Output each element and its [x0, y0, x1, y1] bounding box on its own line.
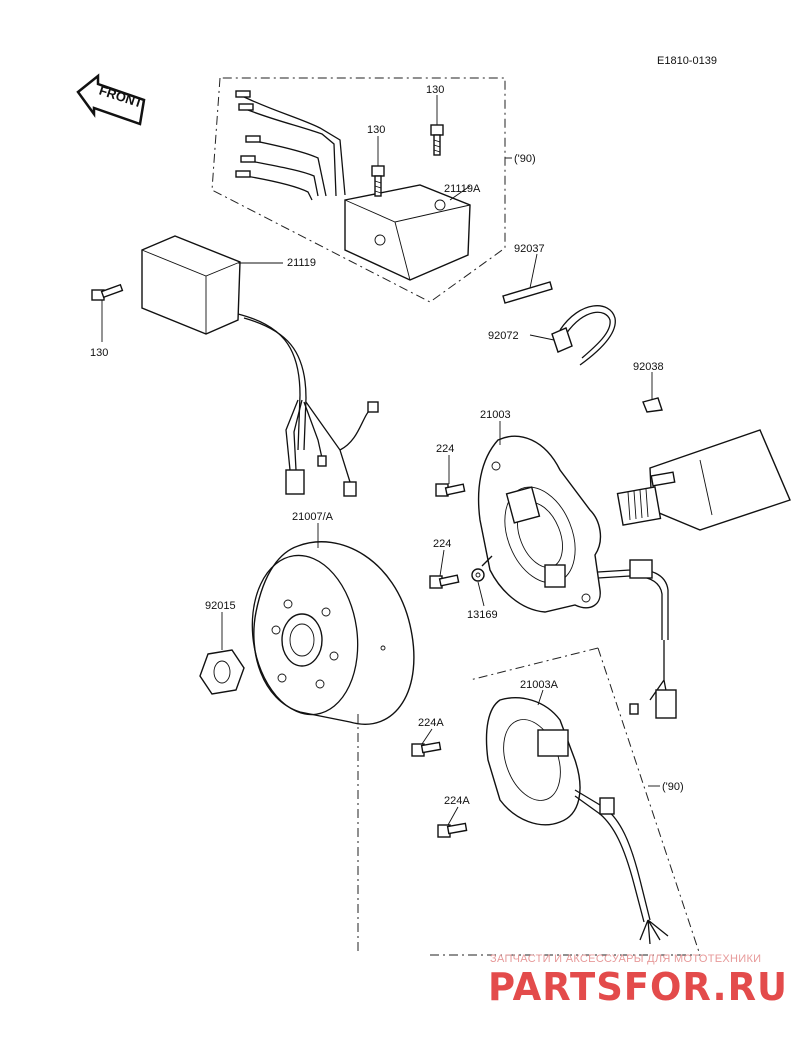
screw-224a-upper: [411, 741, 442, 757]
label-13169: 13169: [467, 609, 498, 621]
label-92072: 92072: [488, 330, 519, 342]
cdi-wire-harness: [237, 313, 379, 497]
stator-assembly: [477, 435, 677, 719]
label-21119: 21119: [287, 257, 316, 269]
label-224a-lower: 224A: [444, 795, 470, 807]
part-92072-clamp: [551, 305, 616, 366]
label-92015: 92015: [205, 600, 236, 612]
label-92038: 92038: [633, 361, 664, 373]
watermark-brand: PARTSFOR.RU: [488, 965, 788, 1009]
front-arrow-icon: FRONT: [76, 73, 146, 126]
label-92037: 92037: [514, 243, 545, 255]
cdi-90-group-outline: [211, 77, 506, 303]
part-92015-nut: [199, 649, 245, 695]
label-90-cdi: ('90): [514, 153, 536, 165]
label-130-middle: 130: [367, 124, 385, 136]
screw-224a-lower: [437, 822, 468, 838]
bolt-130-right: [430, 124, 444, 156]
label-21003a: 21003A: [520, 679, 559, 691]
leader-lines: [101, 95, 660, 826]
cdi-unit-90: [344, 184, 471, 281]
screw-224-lower: [429, 574, 460, 589]
label-130-right: 130: [426, 84, 444, 96]
flywheel-rotor: [251, 541, 415, 725]
label-224a-upper: 224A: [418, 717, 444, 729]
cdi-90-wire-harness: [235, 90, 346, 201]
bolt-130-left: [91, 283, 124, 301]
part-92038-key: [642, 397, 663, 413]
crankshaft: [616, 429, 791, 531]
label-130-left: 130: [90, 347, 108, 359]
label-224-upper: 224: [436, 443, 454, 455]
bolt-130-middle: [371, 165, 385, 197]
cdi-unit: [141, 235, 241, 335]
part-92037-strip: [502, 281, 553, 304]
label-21003: 21003: [480, 409, 511, 421]
label-90-stator: ('90): [662, 781, 684, 793]
label-21007a: 21007/A: [292, 511, 334, 523]
stator-assembly-90: [485, 697, 669, 945]
label-224-lower: 224: [433, 538, 451, 550]
diagram-code: E1810-0139: [657, 55, 717, 67]
part-13169-terminal: [471, 555, 493, 582]
screw-224-upper: [435, 483, 466, 497]
label-21119a: 21119A: [444, 183, 481, 195]
watermark-caption: ЗАПЧАСТИ И АКСЕССУАРЫ ДЛЯ МОТОТЕХНИКИ: [490, 953, 761, 965]
